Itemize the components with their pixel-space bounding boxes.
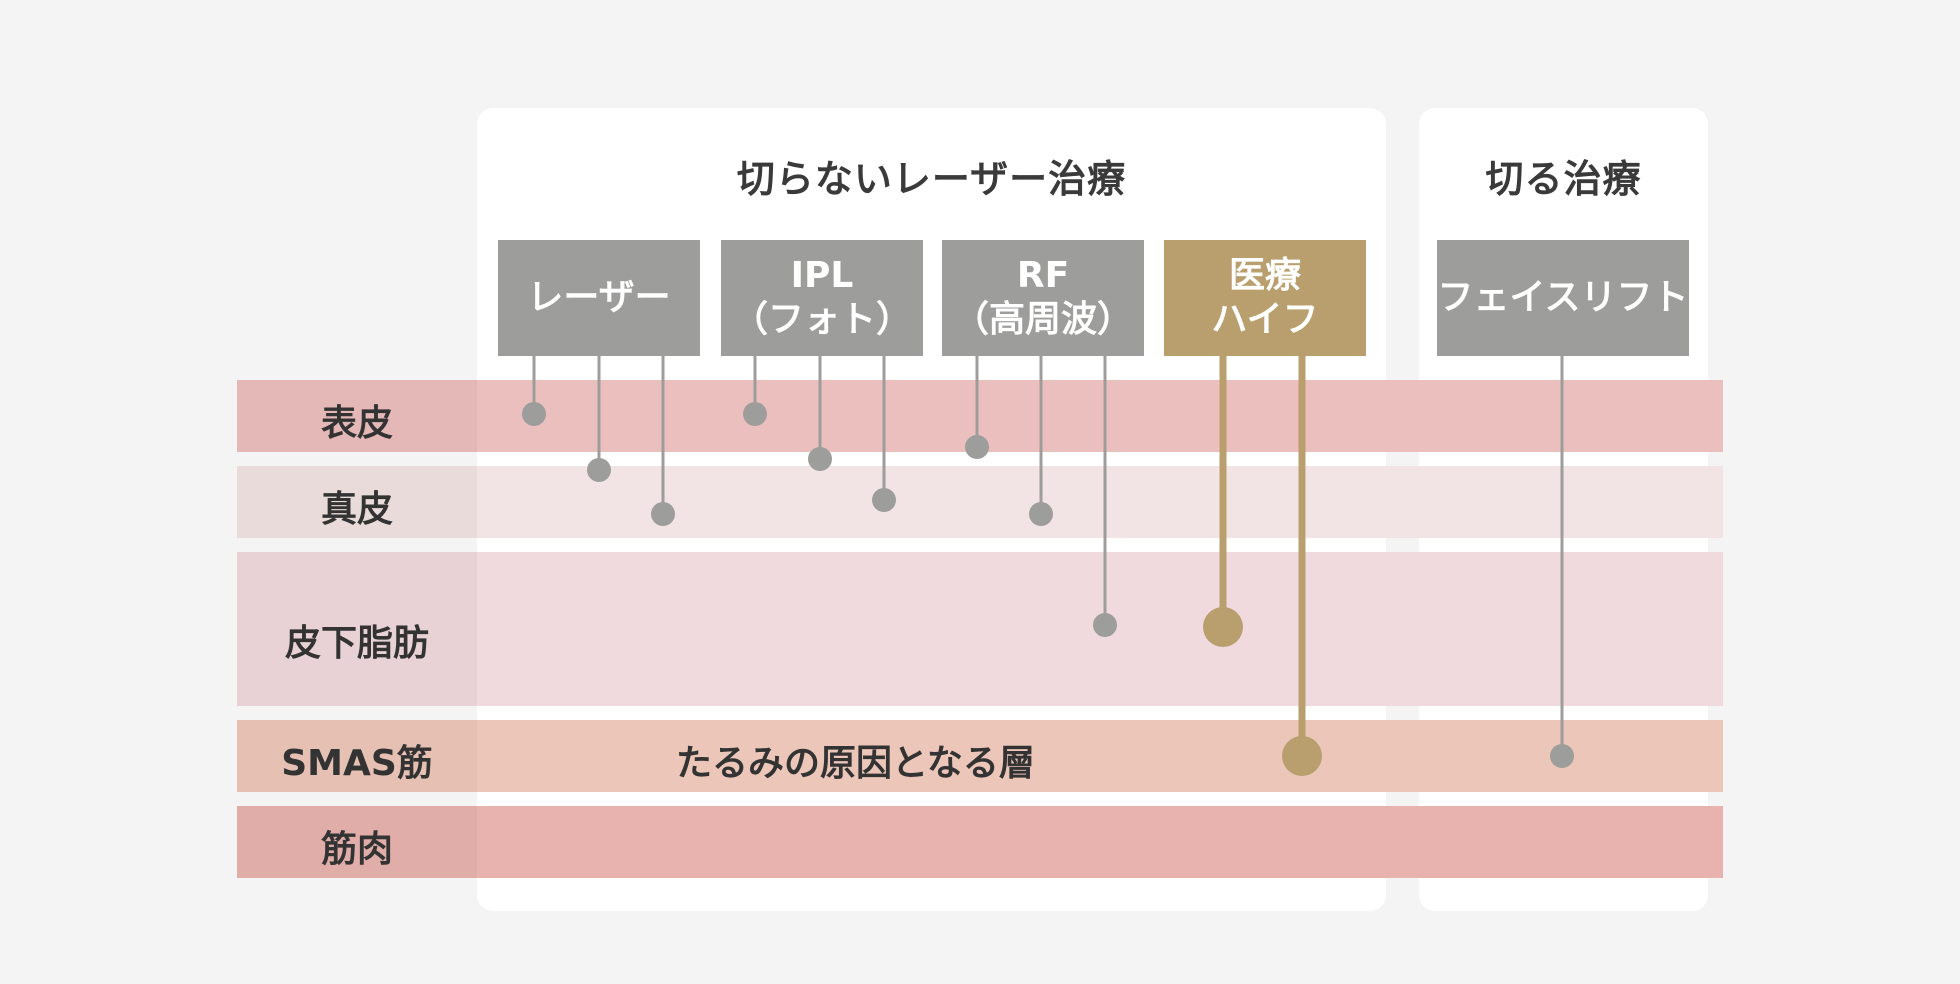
treatment-laser-label: レーザー [527,277,671,318]
layer-muscle-band [237,806,1723,878]
layer-smas-band [237,720,1723,792]
layer-label-tint [237,806,477,878]
layer-label-tint [237,552,477,706]
treatment-ipl-box: IPL （フォト） [721,240,923,356]
layer-subcutaneous-band [237,552,1723,706]
layer-label-tint [237,466,477,538]
treatment-hifu-sublabel: ハイフ [1211,299,1319,340]
treatment-ipl-label: IPL [790,255,854,296]
layer-dermis-band [237,466,1723,538]
layer-label-epidermis: 表皮 [320,403,393,444]
treatment-laser-box: レーザー [498,240,700,356]
layer-label-tint [237,720,477,792]
smas-note: たるみの原因となる層 [676,743,1035,784]
treatment-hifu-label: 医療 [1228,255,1301,296]
surgical-title: 切る治療 [1485,157,1642,201]
layer-label-muscle: 筋肉 [320,829,393,870]
layer-label-dermis: 真皮 [320,489,393,530]
layer-label-subcutaneous: 皮下脂肪 [284,623,429,664]
layer-label-tint [237,380,477,452]
treatment-rf-box: RF （高周波） [942,240,1144,356]
layer-label-smas: SMAS筋 [281,743,433,784]
non-surgical-title: 切らないレーザー治療 [736,157,1127,201]
treatment-hifu-box: 医療 ハイフ [1164,240,1366,356]
treatment-facelift-label: フェイスリフト [1437,277,1689,318]
treatment-rf-sublabel: （高周波） [952,299,1133,340]
treatment-rf-label: RF [1016,255,1070,296]
treatment-ipl-sublabel: （フォト） [731,299,912,340]
treatment-facelift-box: フェイスリフト [1437,240,1689,356]
